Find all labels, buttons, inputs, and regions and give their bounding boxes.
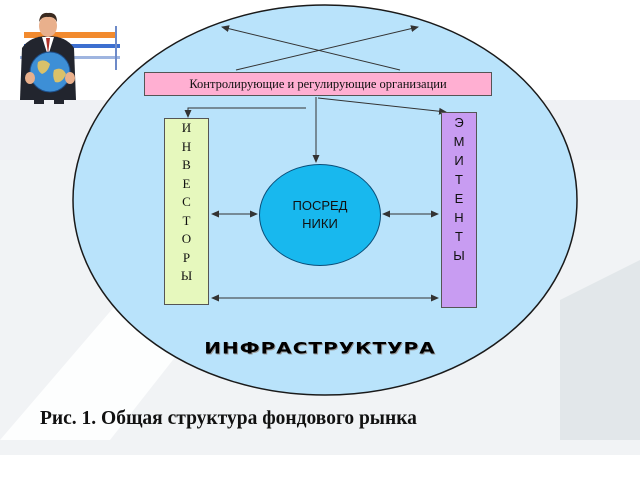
investors-letter: Н — [181, 138, 192, 154]
infrastructure-label: ИНФРАСТРУКТУРА — [204, 338, 436, 358]
investors-letter: Т — [182, 212, 191, 228]
investors-letter: С — [182, 194, 191, 209]
investors-letter: Р — [182, 249, 191, 265]
arrow-top-left — [221, 25, 401, 71]
arrow-regulators-issuers — [317, 97, 447, 115]
regulators-box: Контролирующие и регулирующие организаци… — [144, 72, 492, 96]
intermediaries-label: ПОСРЕД НИКИ — [292, 198, 348, 231]
issuers-letter: Н — [454, 210, 464, 225]
issuers-letter: Т — [455, 229, 463, 244]
businessman-holding-globe-icon — [20, 12, 120, 104]
investors-letter: В — [182, 157, 191, 172]
issuers-letter: Ы — [453, 248, 465, 263]
investors-letter: О — [181, 231, 192, 246]
intermediaries-circle: ПОСРЕД НИКИ — [259, 164, 381, 266]
investors-box: И Н В Е С Т О Р Ы — [164, 118, 209, 305]
issuers-letter: Т — [455, 172, 463, 187]
issuers-letter: М — [453, 134, 465, 149]
investors-letter: И — [181, 120, 192, 135]
regulators-label: Контролирующие и регулирующие организаци… — [189, 76, 447, 91]
issuers-letter: Э — [454, 115, 464, 130]
figure-caption: Рис. 1. Общая структура фондового рынка — [40, 408, 417, 429]
investors-letter: Е — [182, 175, 191, 191]
issuers-letter: И — [454, 153, 464, 168]
arrow-top-right — [235, 25, 419, 71]
issuers-letter: Е — [454, 191, 464, 206]
investors-letter: Ы — [180, 268, 193, 283]
issuers-box: Э М И Т Е Н Т Ы — [441, 112, 477, 308]
